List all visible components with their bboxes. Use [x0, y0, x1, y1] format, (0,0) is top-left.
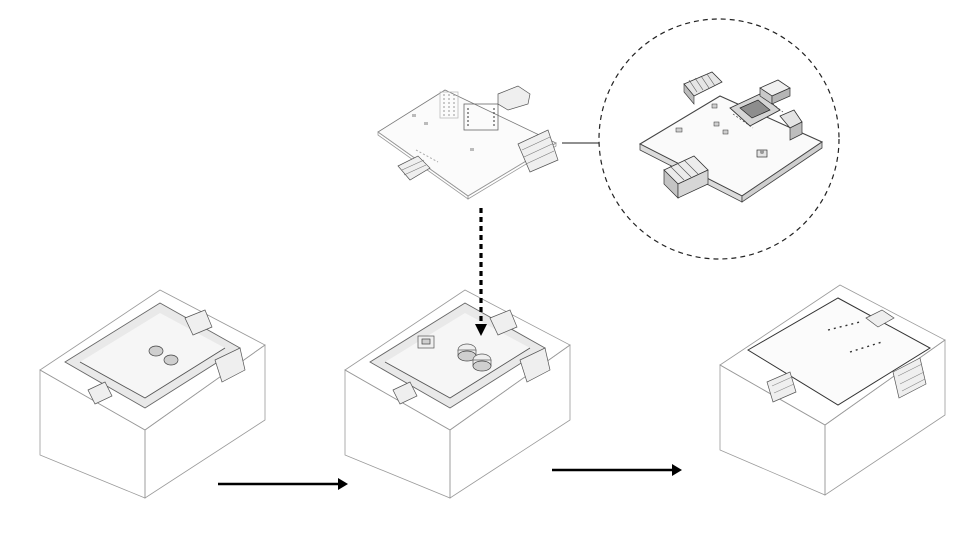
mount-hole [164, 355, 178, 365]
smd-part [424, 122, 428, 125]
side-connector-left [767, 372, 796, 402]
zoom-smd-part [723, 130, 728, 134]
zoom-smd-part [712, 104, 717, 108]
zoom-smd-part [676, 128, 682, 132]
usb-connector [498, 86, 530, 110]
zoom-push-button [757, 150, 767, 157]
exploded-pcb [378, 86, 558, 199]
mount-hole [149, 346, 163, 356]
standoff [473, 354, 491, 371]
enclosure-with-standoffs [345, 290, 570, 498]
enclosure-empty [0, 290, 265, 498]
smd-part [470, 148, 474, 151]
step-arrow [552, 464, 682, 476]
zoom-smd-part [714, 122, 719, 126]
smd-part [412, 114, 416, 117]
standoff [418, 336, 434, 348]
step-arrow [218, 478, 348, 490]
enclosure-assembled [720, 285, 945, 495]
zoom-detail [599, 19, 839, 259]
